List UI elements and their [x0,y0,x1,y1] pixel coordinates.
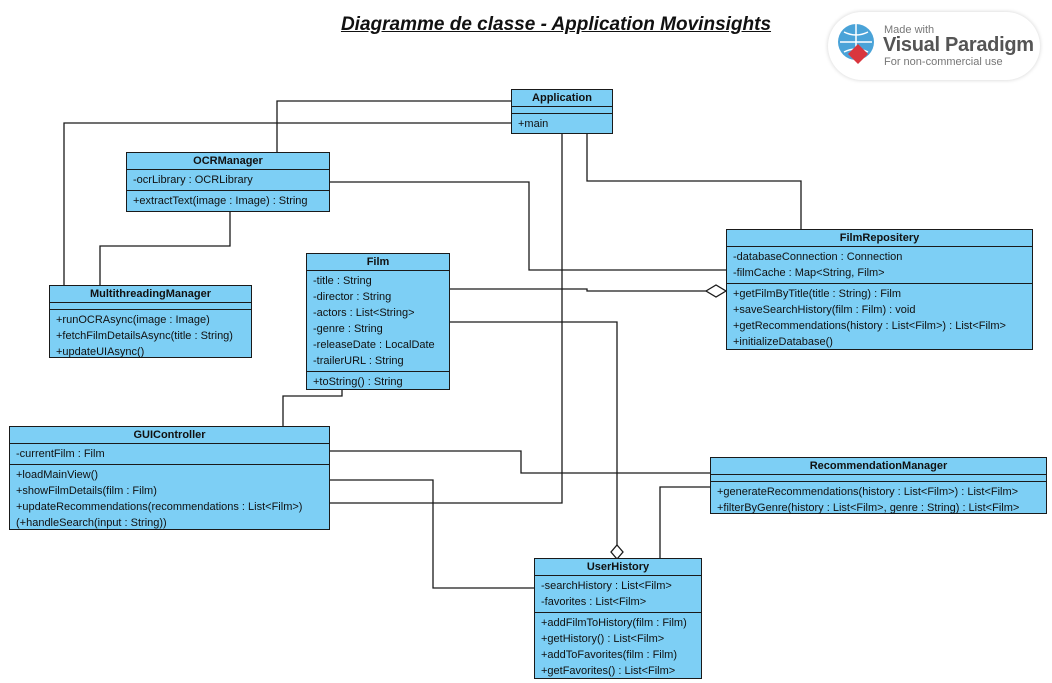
method: +getRecommendations(history : List<Film>… [733,320,1006,332]
methods-section: +toString() : String [307,372,449,392]
attribute: -title : String [313,275,372,287]
attributes-section [711,475,1046,482]
method: +addFilmToHistory(film : Film) [541,617,687,629]
badge-product-name: Visual Paradigm [883,34,1034,56]
class-name: Film [307,254,449,271]
connector-reco-history [659,486,711,559]
attribute: -currentFilm : Film [16,448,105,460]
class-multithreading-manager[interactable]: MultithreadingManager +runOCRAsync(image… [49,285,252,358]
aggregation-diamond-history [610,544,624,560]
attributes-section: -title : String -director : String -acto… [307,271,449,372]
class-film-repositery[interactable]: FilmRepositery -databaseConnection : Con… [726,229,1033,350]
methods-section: +main [512,114,612,134]
method: +updateRecommendations(recommendations :… [16,501,303,513]
class-application[interactable]: Application +main [511,89,613,134]
method: +showFilmDetails(film : Film) [16,485,157,497]
methods-section: +addFilmToHistory(film : Film) +getHisto… [535,613,701,681]
class-name: MultithreadingManager [50,286,251,303]
connector-ocr-multi [99,212,231,286]
visual-paradigm-badge: Made with Visual Paradigm For non-commer… [828,12,1040,80]
class-user-history[interactable]: UserHistory -searchHistory : List<Film> … [534,558,702,679]
method: +toString() : String [313,376,403,388]
attributes-section: -currentFilm : Film [10,444,329,465]
method: +filterByGenre(history : List<Film>, gen… [717,502,1020,514]
class-recommendation-manager[interactable]: RecommendationManager +generateRecommend… [710,457,1047,514]
method: +extractText(image : Image) : String [133,195,308,207]
method: +initializeDatabase() [733,336,833,348]
attributes-section: -databaseConnection : Connection -filmCa… [727,247,1032,284]
method: +generateRecommendations(history : List<… [717,486,1019,498]
class-name: RecommendationManager [711,458,1046,475]
badge-license-note: For non-commercial use [884,56,1003,68]
attribute: -favorites : List<Film> [541,596,647,608]
connector-gui-history [329,479,534,589]
method: +runOCRAsync(image : Image) [56,314,210,326]
method: +updateUIAsync() [56,346,145,358]
method: +fetchFilmDetailsAsync(title : String) [56,330,233,342]
connector-gui-reco [329,450,711,474]
methods-section: +generateRecommendations(history : List<… [711,482,1046,518]
method: +addToFavorites(film : Film) [541,649,678,661]
connector-application-multi [63,122,511,286]
badge-made-with: Made with [884,24,935,36]
attributes-section: -ocrLibrary : OCRLibrary [127,170,329,191]
connector-film-gui [282,390,343,427]
method: +loadMainView() [16,469,99,481]
method: +getFilmByTitle(title : String) : Film [733,288,901,300]
connector-film-repo [449,288,706,292]
attribute: -filmCache : Map<String, Film> [733,267,885,279]
methods-section: +getFilmByTitle(title : String) : Film +… [727,284,1032,352]
attribute: -ocrLibrary : OCRLibrary [133,174,253,186]
attribute: -searchHistory : List<Film> [541,580,672,592]
visual-paradigm-logo-icon [838,24,874,64]
class-film[interactable]: Film -title : String -director : String … [306,253,450,390]
attribute: -databaseConnection : Connection [733,251,903,263]
diagram-title: Diagramme de classe - Application Movins… [340,14,772,35]
class-ocr-manager[interactable]: OCRManager -ocrLibrary : OCRLibrary +ext… [126,152,330,212]
class-gui-controller[interactable]: GUIController -currentFilm : Film +loadM… [9,426,330,530]
attribute: -director : String [313,291,392,303]
attributes-section [50,303,251,310]
attribute: -trailerURL : String [313,355,404,367]
methods-section: +extractText(image : Image) : String [127,191,329,211]
methods-section: +runOCRAsync(image : Image) +fetchFilmDe… [50,310,251,362]
class-name: OCRManager [127,153,329,170]
attributes-section [512,107,612,114]
method: +getHistory() : List<Film> [541,633,665,645]
aggregation-diamond-repo [704,284,728,298]
connector-application-gui [329,134,563,504]
connector-application-ocr [276,100,511,153]
method: +main [518,118,549,130]
attribute: -genre : String [313,323,383,335]
attribute: -actors : List<String> [313,307,415,319]
connector-film-history [449,321,618,545]
methods-section: +loadMainView() +showFilmDetails(film : … [10,465,329,533]
class-name: GUIController [10,427,329,444]
connector-application-repo [586,134,802,230]
class-name: UserHistory [535,559,701,576]
class-name: Application [512,90,612,107]
method: +getFavorites() : List<Film> [541,665,676,677]
method: (+handleSearch(input : String)) [16,517,167,529]
class-name: FilmRepositery [727,230,1032,247]
attribute: -releaseDate : LocalDate [313,339,435,351]
method: +saveSearchHistory(film : Film) : void [733,304,916,316]
connector-ocr-repo [329,181,726,271]
attributes-section: -searchHistory : List<Film> -favorites :… [535,576,701,613]
